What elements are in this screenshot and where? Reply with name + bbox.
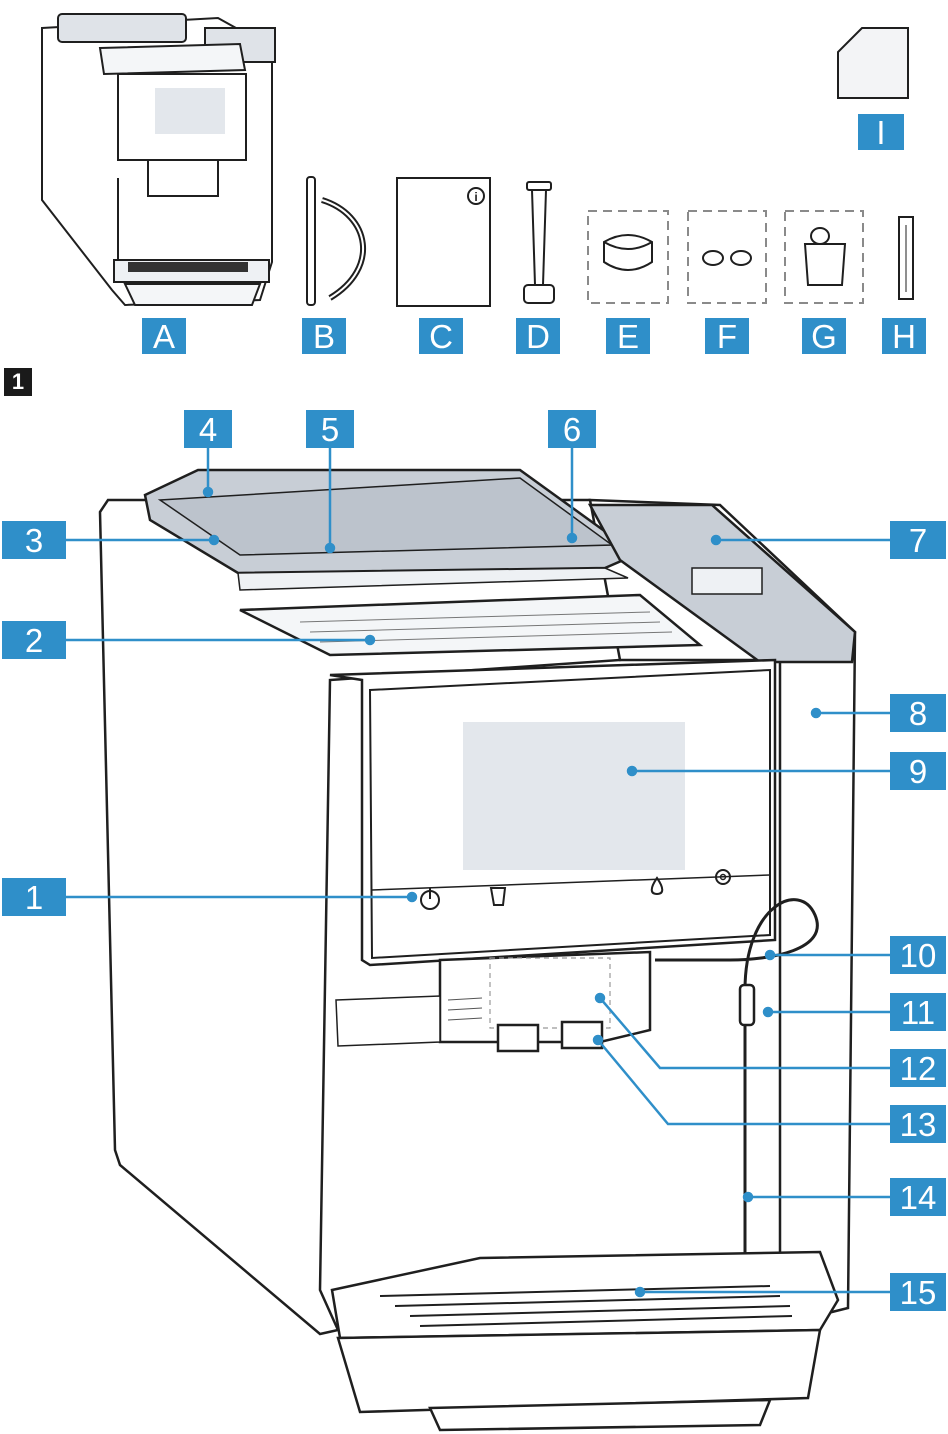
- accessory-f-descaling-tablets: [702, 250, 752, 266]
- part-label-5: 5: [306, 410, 354, 448]
- accessory-label-b: B: [302, 318, 346, 354]
- part-label-1: 1: [2, 878, 66, 916]
- part-label-9: 9: [890, 752, 946, 790]
- part-label-4: 4: [184, 410, 232, 448]
- accessory-label-a: A: [142, 318, 186, 354]
- accessory-b-milk-tube: [306, 176, 367, 306]
- part-label-2: 2: [2, 621, 66, 659]
- accessory-label-f: F: [705, 318, 749, 354]
- leader-lines: [66, 446, 890, 1298]
- main-machine: [98, 468, 857, 1432]
- accessory-i-cloth: [837, 27, 909, 99]
- accessory-a-machine: [41, 13, 276, 307]
- accessory-e-box: [587, 210, 669, 304]
- part-label-8: 8: [890, 694, 946, 732]
- accessory-g-box: [784, 210, 864, 304]
- accessory-d-spoon: [523, 181, 555, 304]
- settings-gear-icon: [715, 869, 731, 885]
- part-label-14: 14: [890, 1178, 946, 1216]
- accessory-g-water-filter: [803, 227, 847, 286]
- accessory-e-cleaning-tablet: [603, 234, 653, 271]
- accessory-label-e: E: [606, 318, 650, 354]
- accessory-f-box: [687, 210, 767, 304]
- accessory-label-c: C: [419, 318, 463, 354]
- drop-icon: [650, 876, 664, 896]
- accessory-c-manual: i: [396, 177, 491, 307]
- accessory-label-i: I: [858, 114, 904, 150]
- accessory-label-g: G: [802, 318, 846, 354]
- info-icon: i: [474, 190, 477, 204]
- touch-display: [463, 722, 685, 870]
- milk-tube-connector: [738, 983, 756, 1027]
- coffee-cup-icon: [489, 887, 507, 906]
- accessory-h-test-strip: [898, 216, 914, 300]
- accessory-label-h: H: [882, 318, 926, 354]
- part-label-15: 15: [890, 1273, 946, 1311]
- part-label-13: 13: [890, 1105, 946, 1143]
- figure-number: 1: [4, 368, 32, 396]
- part-label-6: 6: [548, 410, 596, 448]
- part-label-7: 7: [890, 521, 946, 559]
- part-label-3: 3: [2, 521, 66, 559]
- part-label-10: 10: [890, 936, 946, 974]
- part-label-12: 12: [890, 1049, 946, 1087]
- accessory-label-d: D: [516, 318, 560, 354]
- part-label-11: 11: [890, 993, 946, 1031]
